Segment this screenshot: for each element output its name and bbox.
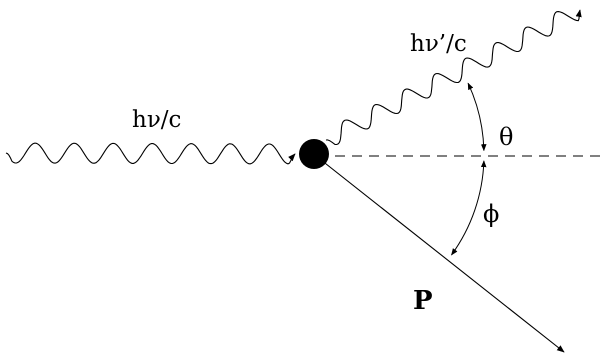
scattered-photon-wave bbox=[325, 9, 582, 146]
phi-label: ϕ bbox=[483, 200, 499, 228]
theta-label: θ bbox=[499, 123, 513, 151]
scattered-momentum-label: hν’/c bbox=[410, 31, 467, 57]
phi-angle-arc bbox=[451, 160, 487, 256]
theta-angle-arc bbox=[467, 82, 487, 152]
electron-dot bbox=[299, 139, 329, 169]
incident-photon-wave bbox=[5, 142, 296, 165]
recoil-momentum-label: P bbox=[413, 286, 433, 316]
incident-momentum-label: hν/c bbox=[132, 107, 181, 133]
recoil-electron-line bbox=[315, 155, 565, 353]
